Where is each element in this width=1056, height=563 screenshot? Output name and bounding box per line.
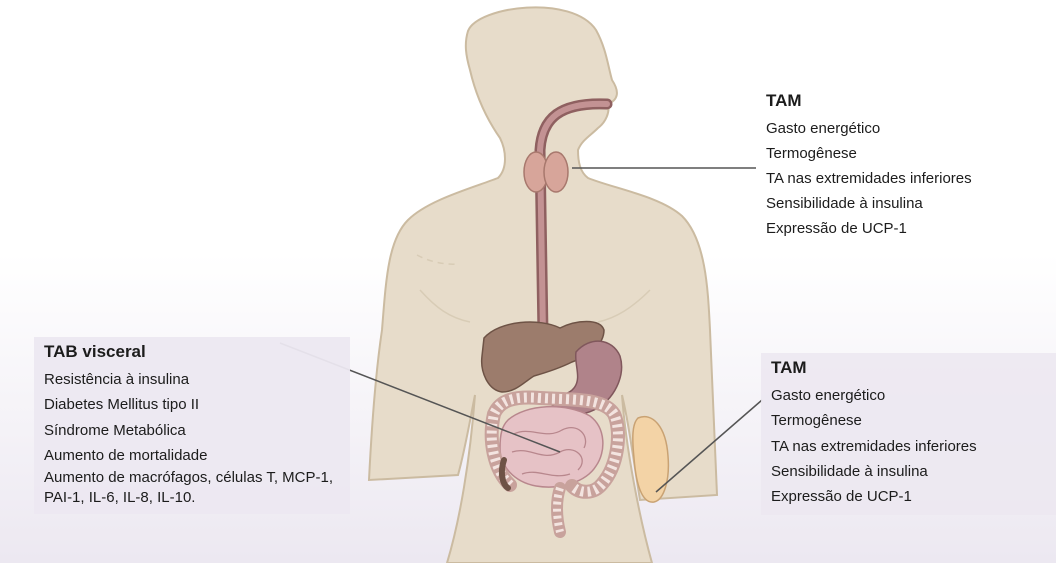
tab-visceral-item: Aumento de mortalidade bbox=[44, 443, 344, 468]
tab-visceral-title: TAB visceral bbox=[44, 341, 344, 363]
tam-top-item: Expressão de UCP-1 bbox=[766, 216, 1006, 241]
tam-bottom-item: Expressão de UCP-1 bbox=[771, 484, 1051, 509]
tam-top-label-box: TAM Gasto energético Termogênese TA nas … bbox=[756, 88, 1012, 249]
tab-visceral-item: Diabetes Mellitus tipo II bbox=[44, 392, 344, 417]
tam-top-item: Gasto energético bbox=[766, 116, 1006, 141]
tam-top-item: Termogênese bbox=[766, 141, 1006, 166]
tam-bottom-item: TA nas extremidades inferiores bbox=[771, 434, 1051, 459]
tab-visceral-item: Aumento de macrófagos, células T, MCP-1,… bbox=[44, 468, 344, 508]
tam-bottom-item: Gasto energético bbox=[771, 383, 1051, 408]
tam-top-item: TA nas extremidades inferiores bbox=[766, 166, 1006, 191]
tam-bottom-item: Sensibilidade à insulina bbox=[771, 459, 1051, 484]
tam-bottom-label-box: TAM Gasto energético Termogênese TA nas … bbox=[761, 353, 1056, 515]
tab-visceral-label-box: TAB visceral Resistência à insulina Diab… bbox=[34, 337, 350, 514]
tab-visceral-item: Síndrome Metabólica bbox=[44, 418, 344, 443]
tam-bottom-item: Termogênese bbox=[771, 408, 1051, 433]
tab-visceral-item: Resistência à insulina bbox=[44, 367, 344, 392]
tam-top-item: Sensibilidade à insulina bbox=[766, 191, 1006, 216]
tam-bottom-title: TAM bbox=[771, 357, 1051, 379]
thyroid-right-lobe bbox=[544, 152, 568, 192]
tam-top-title: TAM bbox=[766, 90, 1006, 112]
